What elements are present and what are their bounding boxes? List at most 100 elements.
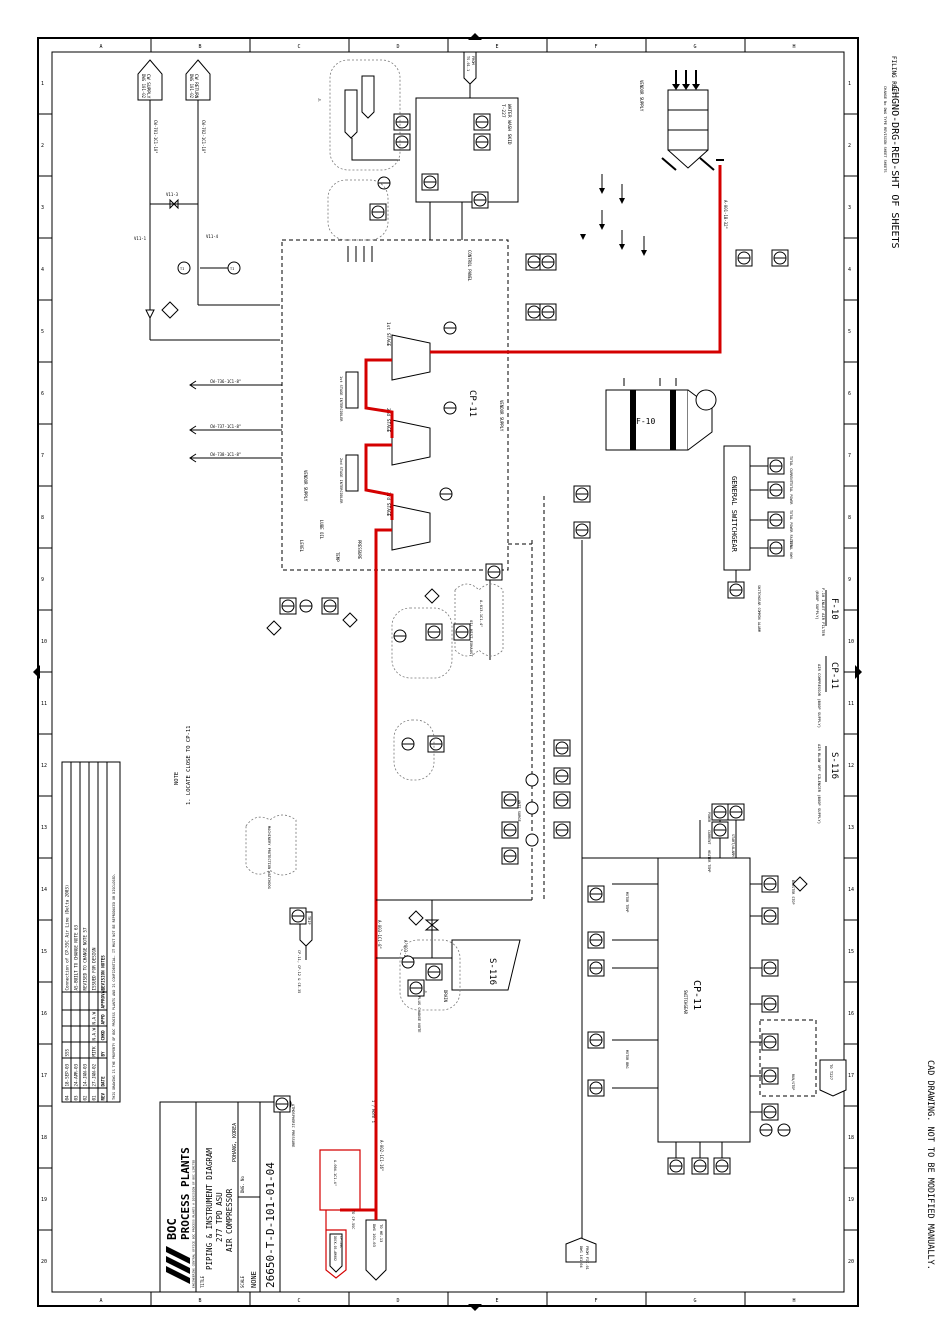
- cooling-water-system: CW SUPPLY DWG 101-02 CW RETURN DWG 101-0…: [134, 59, 280, 341]
- grid-col-label: 16: [848, 1011, 854, 1017]
- revision-header: APPD: [101, 1014, 106, 1025]
- svg-text:FROM: FROM: [471, 56, 475, 65]
- from-fic-connector: [565, 1237, 597, 1263]
- svg-text:ATMOSPHERIC PRESSURE: ATMOSPHERIC PRESSURE: [291, 1104, 295, 1147]
- instrument-bubble: [421, 173, 439, 191]
- grid-col-label: 8: [848, 515, 851, 521]
- revision-cell: REVISED TO CHANGE NOTE 57: [83, 927, 88, 991]
- grid-row-label: A: [100, 44, 103, 50]
- svg-text:CONTROL PANEL: CONTROL PANEL: [467, 250, 472, 282]
- grid-row-label: G: [694, 44, 697, 50]
- instrument-bubble: [473, 133, 491, 151]
- instrument-bubble: [401, 955, 415, 969]
- grid-row-label: D: [397, 44, 400, 50]
- grid-col-label: 2: [848, 143, 851, 149]
- grid-row-label: D: [397, 1298, 400, 1304]
- svg-text:DRAIN: DRAIN: [443, 990, 448, 1003]
- revision-header: DATE: [101, 1076, 106, 1087]
- svg-text:MACHINERY PROTECTION WATCHDOG: MACHINERY PROTECTION WATCHDOG: [267, 826, 271, 889]
- to-t227-connector: [819, 1059, 847, 1097]
- flow-arrows: [580, 174, 647, 256]
- anti-surge-loop: ANTI SURGE A-013-1C1-4" OIL MIST EXHAUST: [376, 496, 545, 901]
- svg-text:HEATER TEMP: HEATER TEMP: [707, 850, 711, 872]
- company-subline: ENGINEERING CENTRAL OFFICE BOC PROCESS P…: [192, 1160, 196, 1288]
- grid-col-label: 3: [848, 205, 851, 211]
- svg-text:V11-4: V11-4: [206, 234, 219, 239]
- svg-text:CW-701-1C1-10": CW-701-1C1-10": [153, 120, 158, 154]
- equipment-callouts: F-10 F-10 INLET AIR FILTER (BOOP SUPPLY)…: [815, 588, 839, 824]
- svg-text:BOOSTER STOP: BOOSTER STOP: [791, 880, 795, 905]
- s116-label: S-116: [487, 958, 497, 985]
- revision-cell: 18-SEP-03: [65, 1063, 70, 1086]
- svg-text:MOTOR BRG: MOTOR BRG: [625, 1050, 629, 1068]
- svg-text:AIR BLOW OFF SILENCER (BOOP SU: AIR BLOW OFF SILENCER (BOOP SUPPLY): [817, 744, 822, 824]
- inlet-air-line: [430, 165, 722, 354]
- discharge-destinations: TO HE-13 DWG 101-03 CP-5SC DOCK-03-AM002…: [319, 1149, 387, 1281]
- instrument-bubble: [767, 457, 785, 475]
- grid-col-label: 7: [41, 453, 44, 459]
- svg-text:CURRENT: CURRENT: [707, 830, 711, 844]
- instrument-bubble: [539, 253, 557, 271]
- svg-text:A-004-1C1-4": A-004-1C1-4": [333, 1160, 337, 1186]
- grid-col-label: 4: [848, 267, 851, 273]
- svg-text:MOTOR TEMP: MOTOR TEMP: [625, 892, 629, 912]
- instrument-bubble: [735, 249, 753, 267]
- instrument-bubble: [439, 487, 453, 501]
- instrument-bubble: [539, 303, 557, 321]
- grid-col-label: 4: [41, 267, 44, 273]
- air-intake-structure: VENDOR SUPPLY: [639, 70, 724, 171]
- instrument-bubble: [501, 847, 519, 865]
- revision-cell: 04: [65, 1095, 70, 1101]
- drawing-title: PIPING & INSTRUMENT DIAGRAM: [205, 1148, 214, 1270]
- grid-col-label: 12: [848, 763, 854, 769]
- svg-text:CW-702-1C1-10": CW-702-1C1-10": [201, 120, 206, 154]
- instrument-bubble: [711, 821, 729, 839]
- grid-col-label: 1: [41, 81, 44, 87]
- revision-cell: 01: [92, 1095, 97, 1101]
- instrument-bubble: [299, 599, 313, 613]
- grid-col-label: 13: [848, 825, 854, 831]
- instrument-bubble: [501, 791, 519, 809]
- copyright-note: THIS DRAWING IS THE PROPERTY OF BOC PROC…: [112, 873, 116, 1100]
- revision-header: REVISION NOTES: [101, 955, 106, 991]
- instrument-bubble: [767, 511, 785, 529]
- svg-text:TRIP: TRIP: [307, 916, 311, 925]
- instrument-bubble: [425, 623, 443, 641]
- revision-cell: 27-JAN-02: [92, 1063, 97, 1086]
- instrument-bubble: [587, 885, 605, 903]
- grid-col-label: 17: [848, 1073, 854, 1079]
- instrument-bubble: [761, 959, 779, 977]
- filing-reference: FILING REF- CHGNO-DRG-RED-SHT OF SHEETS …: [883, 56, 900, 249]
- instrument-bubble: [443, 401, 457, 415]
- svg-text:VENDOR SUPPLY: VENDOR SUPPLY: [639, 80, 644, 112]
- instrument-bubble: [792, 876, 808, 892]
- instrument-bubble: [727, 581, 745, 599]
- title-label: TITLE: [200, 1275, 205, 1288]
- grid-col-label: 7: [848, 453, 851, 459]
- revision-cell: MITK: [92, 1046, 97, 1057]
- notes: NOTE 1. LOCATE CLOSE TO CP-11: [174, 726, 192, 805]
- svg-text:1st STAGE INTERCOOLER: 1st STAGE INTERCOOLER: [339, 376, 343, 422]
- grid-col-label: 1: [848, 81, 851, 87]
- svg-text:OIL MIST EXHAUST: OIL MIST EXHAUST: [469, 620, 474, 657]
- stage-2-impeller: [391, 419, 431, 466]
- instrument-bubble: [427, 735, 445, 753]
- machinery-protection: MACHINERY PROTECTION WATCHDOG TRIP CP-11…: [245, 814, 376, 1147]
- svg-text:CP-11, CP-12 & CE-35: CP-11, CP-12 & CE-35: [297, 950, 301, 993]
- instrument-bubble: [573, 485, 591, 503]
- cp11-label: CP-11: [467, 390, 477, 417]
- revision-header: REV: [101, 1092, 106, 1100]
- instrument-bubble: [761, 1103, 779, 1121]
- grid-col-label: 14: [41, 887, 47, 893]
- revision-cell: N.A.W: [92, 1011, 97, 1024]
- svg-text:FILING REF-: FILING REF-: [890, 56, 897, 96]
- svg-text:ANTI SURGE: ANTI SURGE: [517, 800, 521, 822]
- instrument-bubble: [321, 597, 339, 615]
- instrument-bubble: [553, 767, 571, 785]
- grid-col-label: 6: [848, 391, 851, 397]
- svg-text:DOCK-03-AM002: DOCK-03-AM002: [333, 1236, 337, 1261]
- svg-text:CW-736-1C1-8": CW-736-1C1-8": [210, 379, 241, 384]
- revision-cloud: [399, 939, 461, 1011]
- svg-text:A-003-1C1-8": A-003-1C1-8": [377, 920, 382, 949]
